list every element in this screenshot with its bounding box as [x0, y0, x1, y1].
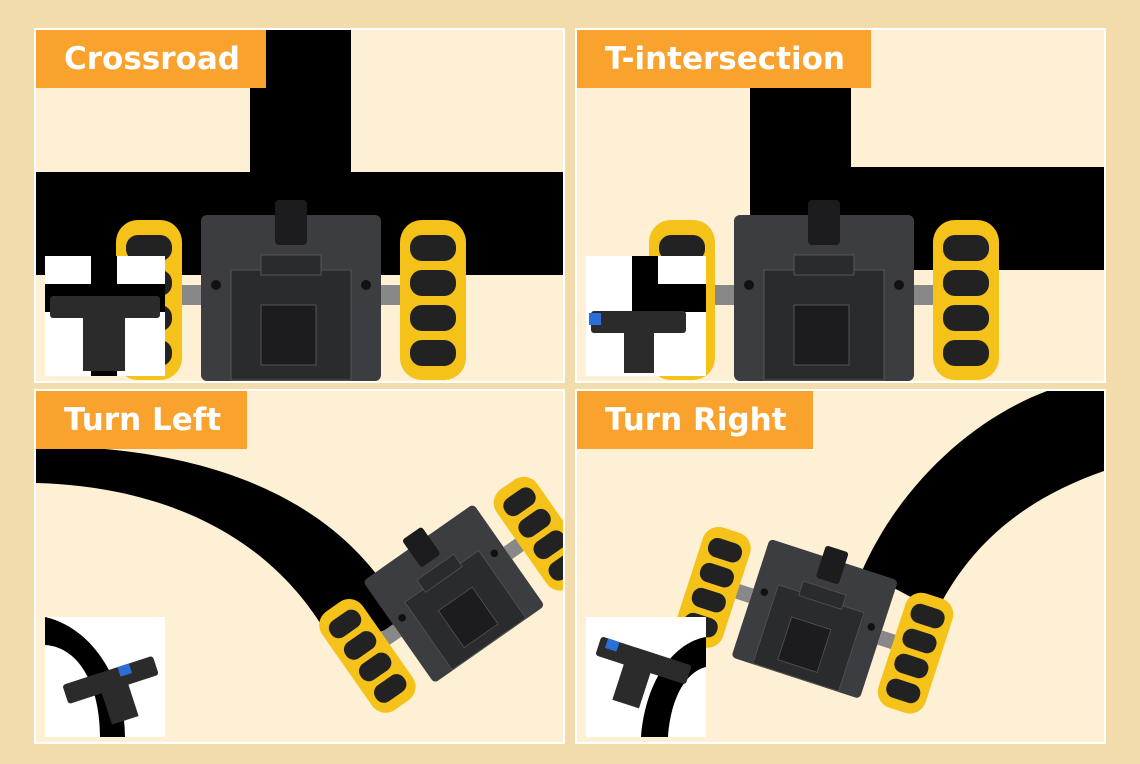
sensor-inset-turn-right — [586, 617, 706, 737]
panel-crossroad: Crossroad — [34, 28, 565, 383]
panel-t-intersection: T-intersection — [575, 28, 1106, 383]
sensor-inset-t-intersection — [586, 256, 706, 376]
turn-left-track — [36, 446, 563, 721]
panel-label: Crossroad — [36, 30, 266, 88]
sensor-inset-turn-left — [45, 617, 165, 737]
panel-label: Turn Left — [36, 391, 248, 449]
panel-turn-left: Turn Left — [34, 389, 565, 744]
panel-label: T-intersection — [577, 30, 871, 88]
panel-turn-right: Turn Right — [575, 389, 1106, 744]
turn-right-track — [670, 391, 1104, 719]
sensor-inset-crossroad — [45, 256, 165, 376]
panel-label: Turn Right — [577, 391, 813, 449]
t-intersection-track — [648, 85, 1104, 381]
